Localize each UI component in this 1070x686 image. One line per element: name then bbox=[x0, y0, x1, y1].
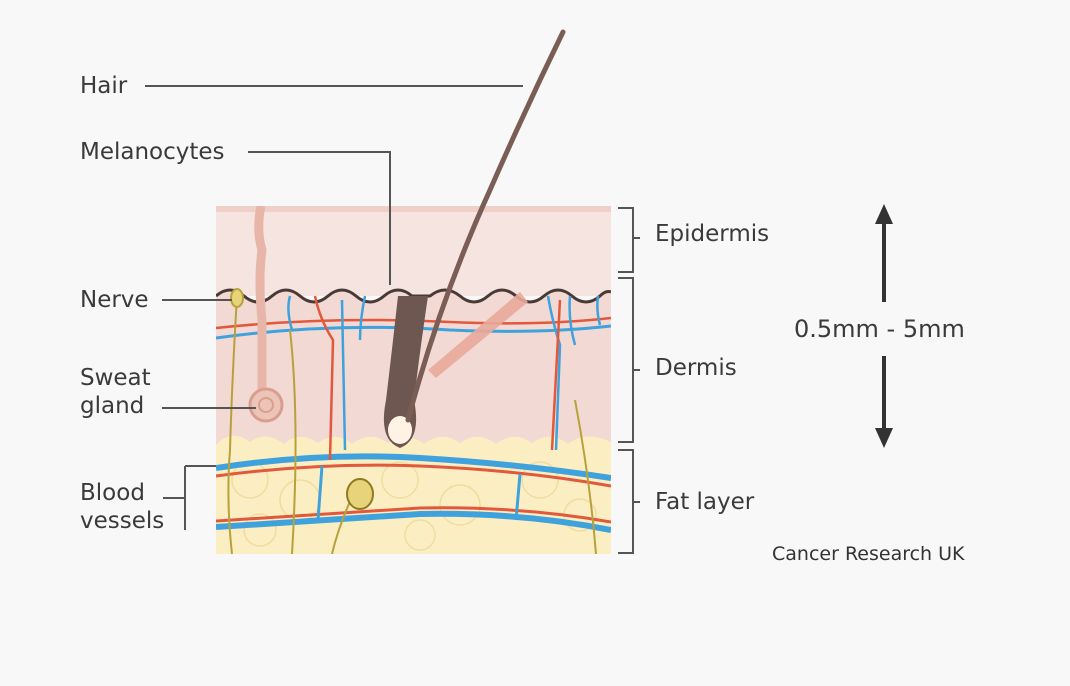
credit-text: Cancer Research UK bbox=[772, 543, 965, 565]
sweat-gland-coil bbox=[248, 387, 284, 423]
sweat-duct bbox=[254, 206, 267, 390]
dermis-label: Dermis bbox=[655, 355, 737, 381]
vein-lower bbox=[216, 510, 611, 533]
vessel-connector bbox=[316, 465, 522, 521]
skin-surface bbox=[216, 206, 611, 212]
nerve-ending bbox=[230, 288, 244, 308]
artery-upper bbox=[216, 463, 611, 488]
epidermis-label: Epidermis bbox=[655, 221, 770, 247]
epidermis-layer bbox=[216, 206, 611, 296]
nerve-label: Nerve bbox=[80, 287, 149, 313]
fat-layer-label: Fat layer bbox=[655, 489, 755, 515]
arrector-pili-muscle bbox=[428, 292, 528, 378]
sweat-gland-label-line1: Sweat bbox=[80, 365, 151, 391]
layer-brackets bbox=[618, 207, 640, 554]
sweat-gland-coil-inner bbox=[258, 397, 274, 413]
sweat-gland-label-line2: gland bbox=[80, 393, 145, 419]
hair-shaft bbox=[405, 29, 566, 423]
blood-vessels-leader bbox=[163, 465, 216, 530]
epidermis-bracket bbox=[618, 207, 640, 273]
leader-lines bbox=[145, 85, 523, 530]
hair-label: Hair bbox=[80, 73, 128, 99]
pacinian-corpuscle bbox=[346, 478, 374, 510]
blood-vessels-label-line1: Blood bbox=[80, 480, 145, 506]
hair-bulb bbox=[388, 416, 412, 444]
hair-follicle bbox=[383, 296, 428, 448]
melanocytes-label: Melanocytes bbox=[80, 139, 225, 165]
capillary-loops bbox=[287, 295, 602, 461]
fat-layer-bracket bbox=[618, 449, 640, 554]
thickness-label: 0.5mm - 5mm bbox=[794, 315, 965, 343]
artery-lower bbox=[216, 506, 611, 524]
skin-layers bbox=[216, 206, 611, 554]
blood-vessels-label-line2: vessels bbox=[80, 508, 165, 534]
thickness-arrow bbox=[875, 204, 893, 448]
dermis-bracket bbox=[618, 277, 640, 443]
vein-upper bbox=[216, 453, 611, 481]
melanocytes-leader bbox=[248, 151, 391, 285]
